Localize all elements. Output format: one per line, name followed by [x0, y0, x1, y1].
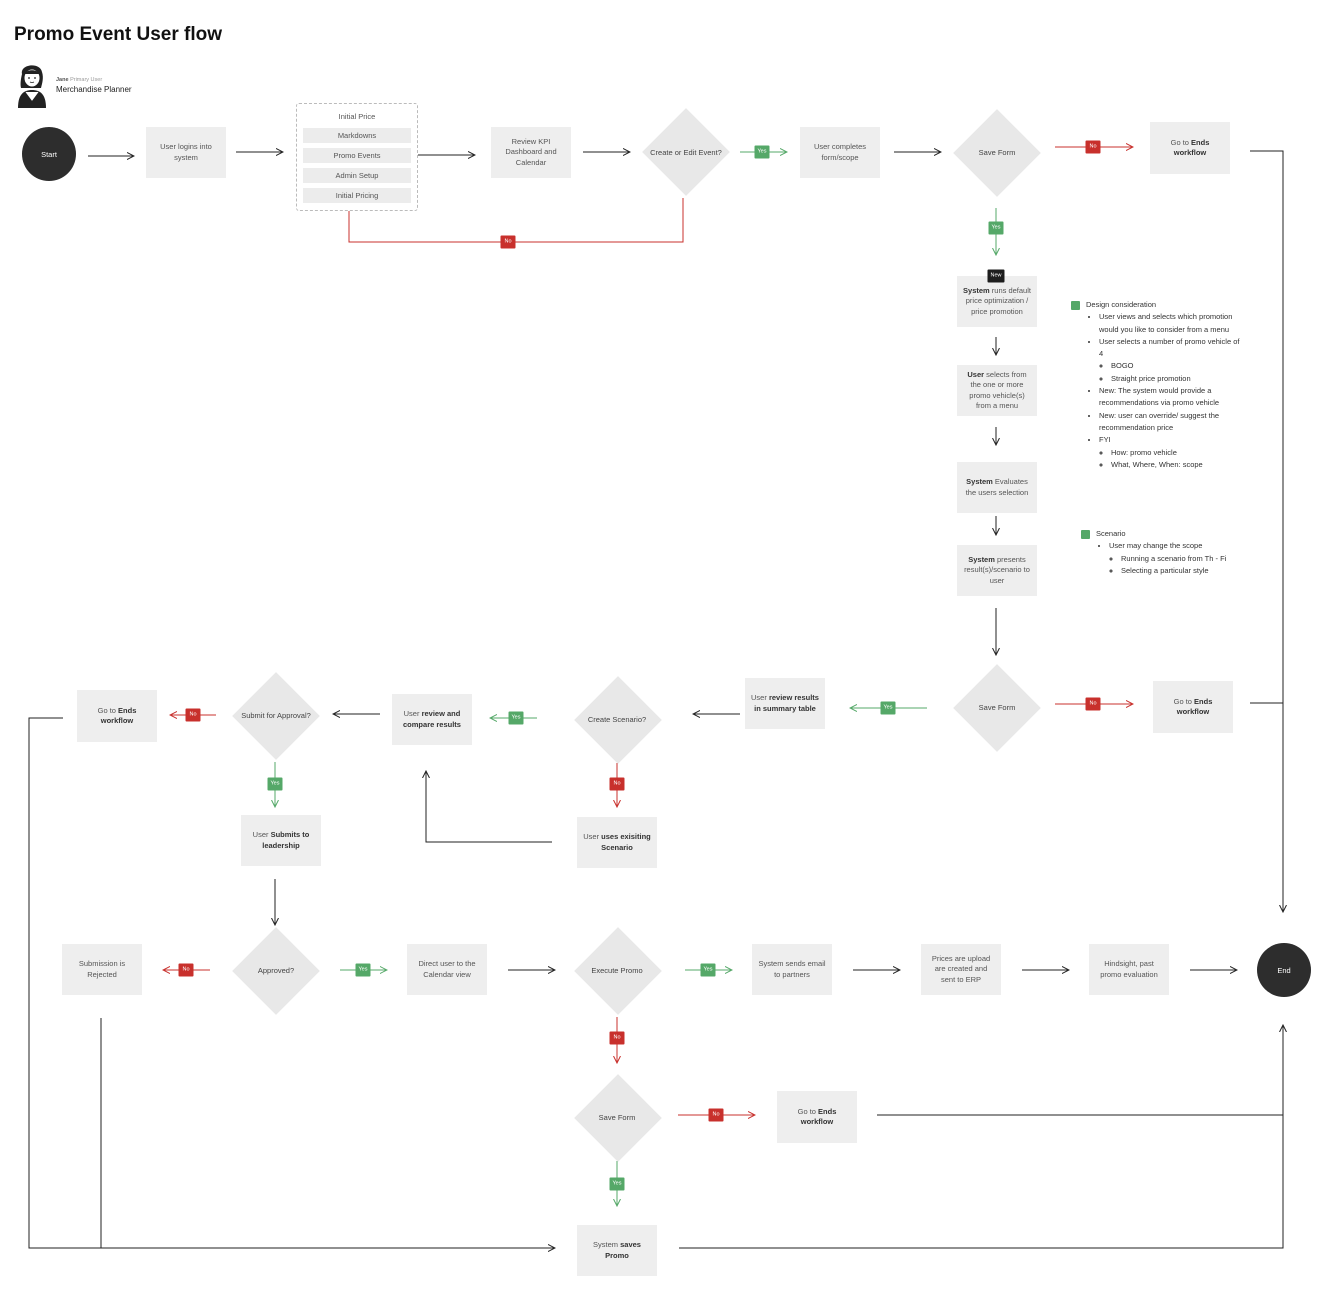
line-ends1-to-end: [1250, 150, 1283, 912]
step-rejected: Submission is Rejected: [62, 944, 142, 995]
menu-title: Initial Price: [338, 112, 376, 121]
note-item: New: user can override/ suggest the reco…: [1099, 410, 1241, 435]
step-ends-2: Go to Ends workflow: [1153, 681, 1233, 733]
step-ends-3: Go to Ends workflow: [77, 690, 157, 742]
no-tag: No: [708, 1108, 724, 1122]
new-badge: New: [987, 269, 1005, 283]
no-tag: No: [1085, 697, 1101, 711]
step-prices-upload: Prices are upload are created and sent t…: [921, 944, 1001, 995]
note-subitem: Straight price promotion: [1111, 373, 1241, 385]
design-notes-heading: Design consideration: [1086, 300, 1157, 309]
decision-approved-label: Approved?: [257, 966, 295, 976]
persona-role: Merchandise Planner: [56, 85, 132, 94]
step-user-selects: User selects from the one or more promo …: [957, 365, 1037, 416]
yes-tag: Yes: [508, 711, 524, 725]
green-square-icon: [1071, 300, 1080, 310]
note-item: FYI How: promo vehicle What, Where, When…: [1099, 434, 1241, 471]
step-review-kpi: Review KPI Dashboard and Calendar: [491, 127, 571, 178]
menu-item-initial-pricing[interactable]: Initial Pricing: [303, 188, 411, 203]
step-hindsight: Hindsight, past promo evaluation: [1089, 944, 1169, 995]
initial-price-menu: Initial Price Markdowns Promo Events Adm…: [296, 103, 418, 211]
no-tag: No: [609, 1031, 625, 1045]
note-subitem: How: promo vehicle: [1111, 447, 1241, 459]
note-item: User may change the scope Running a scen…: [1109, 540, 1256, 577]
note-subitem: BOGO: [1111, 360, 1241, 372]
decision-save-form-1-label: Save Form: [978, 148, 1016, 158]
no-tag: No: [500, 235, 516, 249]
note-subitem: Running a scenario from Th - Fi: [1121, 553, 1256, 565]
arrow-create-no-back: [349, 197, 684, 243]
step-saves-promo: System saves Promo: [577, 1225, 657, 1276]
note-subitem: What, Where, When: scope: [1111, 459, 1241, 471]
start-node: Start: [22, 127, 76, 181]
green-square-icon: [1081, 529, 1090, 539]
note-item: User views and selects which promotion w…: [1099, 311, 1241, 336]
step-existing-scenario: User uses exisiting Scenario: [577, 817, 657, 868]
note-subitem: Selecting a particular style: [1121, 565, 1256, 577]
yes-tag: Yes: [988, 221, 1004, 235]
no-tag: No: [1085, 140, 1101, 154]
step-review-compare: User review and compare results: [392, 694, 472, 745]
decision-execute-promo-label: Execute Promo: [591, 966, 643, 976]
menu-item-markdowns[interactable]: Markdowns: [303, 128, 411, 143]
arrow-saves-end: [679, 1025, 1283, 1249]
menu-item-promo-events[interactable]: Promo Events: [303, 148, 411, 163]
yes-tag: Yes: [609, 1177, 625, 1191]
step-ends-1: Go to Ends workflow: [1150, 122, 1230, 174]
step-ends-4: Go to Ends workflow: [777, 1091, 857, 1143]
persona-name: Jane Primary User: [56, 77, 103, 83]
yes-tag: Yes: [700, 963, 716, 977]
design-considerations: Design consideration User views and sele…: [1071, 299, 1241, 471]
step-direct-calendar: Direct user to the Calendar view: [407, 944, 487, 995]
scenario-notes: Scenario User may change the scope Runni…: [1081, 528, 1256, 577]
step-login: User logins into system: [146, 127, 226, 178]
no-tag: No: [185, 708, 201, 722]
yes-tag: Yes: [880, 701, 896, 715]
no-tag: No: [609, 777, 625, 791]
decision-save-form-2-label: Save Form: [978, 703, 1016, 713]
decision-save-form-3-label: Save Form: [598, 1113, 636, 1123]
decision-submit-approval-label: Submit for Approval?: [241, 711, 311, 721]
arrow-existing-compare: [426, 771, 552, 843]
step-complete-form: User completes form/scope: [800, 127, 880, 178]
step-review-summary: User review results in summary table: [745, 678, 825, 729]
step-system-evaluates: System Evaluates the users selection: [957, 462, 1037, 513]
step-submits-leadership: User Submits to leadership: [241, 815, 321, 866]
step-system-presents: System presents result(s)/scenario to us…: [957, 545, 1037, 596]
scenario-notes-heading: Scenario: [1096, 529, 1126, 538]
end-node: End: [1257, 943, 1311, 997]
yes-tag: Yes: [355, 963, 371, 977]
decision-create-edit-label: Create or Edit Event?: [650, 148, 722, 158]
no-tag: No: [178, 963, 194, 977]
step-sends-email: System sends email to partners: [752, 944, 832, 995]
note-item: User selects a number of promo vehicle o…: [1099, 336, 1241, 385]
yes-tag: Yes: [754, 145, 770, 159]
note-item: New: The system would provide a recommen…: [1099, 385, 1241, 410]
decision-create-scenario-label: Create Scenario?: [587, 715, 647, 725]
menu-item-admin-setup[interactable]: Admin Setup: [303, 168, 411, 183]
persona-avatar: [18, 65, 46, 108]
yes-tag: Yes: [267, 777, 283, 791]
step-system-runs: System runs default price optimization /…: [957, 276, 1037, 327]
line-ends3-loop: [28, 717, 555, 1248]
page-title: Promo Event User flow: [14, 24, 222, 45]
